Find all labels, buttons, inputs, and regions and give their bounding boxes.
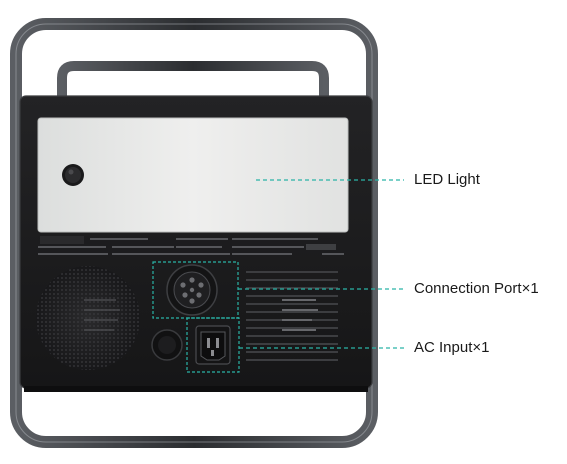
connection-port-highlight	[152, 261, 239, 319]
round-fuse-holder-icon	[151, 329, 183, 361]
right-vent-slats	[246, 271, 338, 361]
round-multipin-connector-icon[interactable]	[166, 264, 218, 316]
led-light-panel	[37, 117, 349, 233]
left-vent-grille	[36, 266, 140, 370]
iec-ac-socket-icon[interactable]	[195, 325, 231, 365]
connection-port-label: Connection Port×1	[414, 280, 539, 297]
power-button-icon[interactable]	[62, 164, 84, 186]
ac-input-highlight	[186, 317, 240, 373]
callout-lines	[238, 179, 404, 349]
base-shadow	[24, 386, 368, 392]
ac-input-label: AC Input×1	[414, 339, 490, 356]
right-vent-labels	[282, 299, 318, 331]
led-light-label: LED Light	[414, 171, 480, 188]
spec-label-strip	[38, 236, 344, 255]
